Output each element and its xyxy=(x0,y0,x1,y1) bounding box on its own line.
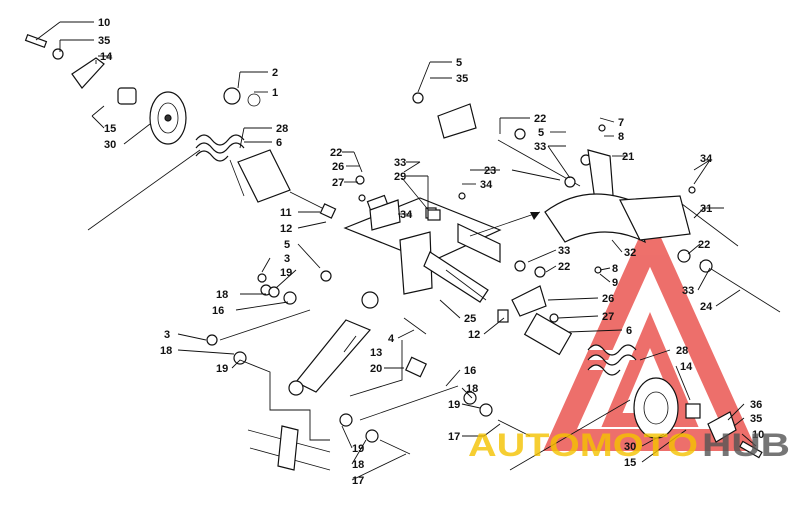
label-19d: 19 xyxy=(352,443,364,455)
label-22b: 22 xyxy=(330,147,342,159)
label-22a: 22 xyxy=(534,113,546,125)
label-3a: 3 xyxy=(284,253,290,265)
label-16b: 16 xyxy=(464,365,476,377)
label-9: 9 xyxy=(612,277,618,289)
label-8a: 8 xyxy=(618,131,624,143)
label-30a: 30 xyxy=(104,139,116,151)
label-16a: 16 xyxy=(212,305,224,317)
label-1: 1 xyxy=(272,87,278,99)
label-4: 4 xyxy=(388,333,395,345)
label-31: 31 xyxy=(700,203,712,215)
watermark-triangle-outer xyxy=(542,213,758,451)
label-19c: 19 xyxy=(448,399,460,411)
label-5c: 5 xyxy=(284,239,290,251)
pointer-arrow xyxy=(469,211,541,237)
left-idler-assembly xyxy=(24,33,187,145)
label-33c: 33 xyxy=(558,245,570,257)
left-bushing-and-shaft xyxy=(237,149,337,219)
label-18a: 18 xyxy=(216,289,228,301)
label-33b: 33 xyxy=(394,157,406,169)
label-3b: 3 xyxy=(164,329,170,341)
center-small-parts xyxy=(257,128,576,323)
label-25: 25 xyxy=(464,313,476,325)
label-33d: 33 xyxy=(682,285,694,297)
label-15a: 15 xyxy=(104,123,116,135)
main-frame xyxy=(343,194,502,303)
label-28b: 28 xyxy=(676,345,688,357)
label-23: 23 xyxy=(484,165,496,177)
label-35a: 35 xyxy=(98,35,110,47)
label-29: 29 xyxy=(394,171,406,183)
label-17b: 17 xyxy=(352,475,364,487)
label-12b: 12 xyxy=(468,329,480,341)
watermark-wordmark: AUTOMOTO HUB xyxy=(468,427,790,463)
label-2: 2 xyxy=(272,67,278,79)
label-10a: 10 xyxy=(98,17,110,29)
label-36: 36 xyxy=(750,399,762,411)
label-7: 7 xyxy=(618,117,624,129)
label-26b: 26 xyxy=(602,293,614,305)
label-5a: 5 xyxy=(456,57,462,69)
label-14b: 14 xyxy=(680,361,693,373)
label-24: 24 xyxy=(700,301,713,313)
watermark-text-automoto: AUTOMOTO xyxy=(468,427,698,463)
part-labels: 10 35 14 15 30 2 1 28 6 5 35 22 5 33 7 8… xyxy=(98,17,764,487)
label-26a: 26 xyxy=(332,161,344,173)
label-34c: 34 xyxy=(700,153,713,165)
label-32: 32 xyxy=(624,247,636,259)
label-30b: 30 xyxy=(624,441,636,453)
lower-links xyxy=(206,284,531,455)
label-6b: 6 xyxy=(626,325,632,337)
label-5b: 5 xyxy=(538,127,544,139)
label-33a: 33 xyxy=(534,141,546,153)
label-6a: 6 xyxy=(276,137,282,149)
label-21: 21 xyxy=(622,151,634,163)
label-19a: 19 xyxy=(280,267,292,279)
label-35b: 35 xyxy=(456,73,468,85)
label-22d: 22 xyxy=(698,239,710,251)
label-13: 13 xyxy=(370,347,382,359)
left-torsion-spring xyxy=(87,87,261,231)
label-17a: 17 xyxy=(448,431,460,443)
label-8b: 8 xyxy=(612,263,618,275)
label-15b: 15 xyxy=(624,457,636,469)
label-20: 20 xyxy=(370,363,382,375)
label-27a: 27 xyxy=(332,177,344,189)
label-12a: 12 xyxy=(280,223,292,235)
label-19b: 19 xyxy=(216,363,228,375)
right-idler-assembly xyxy=(509,312,763,471)
label-18b: 18 xyxy=(160,345,172,357)
label-10b: 10 xyxy=(752,429,764,441)
watermark-text-hub: HUB xyxy=(702,427,790,463)
label-34a: 34 xyxy=(480,179,493,191)
label-35c: 35 xyxy=(750,413,762,425)
label-11: 11 xyxy=(280,207,292,219)
pointer-arrowhead xyxy=(530,212,540,220)
leader-lines xyxy=(35,21,757,481)
label-34b: 34 xyxy=(400,209,413,221)
label-27b: 27 xyxy=(602,311,614,323)
shock-absorber xyxy=(288,291,379,396)
label-18c: 18 xyxy=(466,383,478,395)
label-22c: 22 xyxy=(558,261,570,273)
label-18d: 18 xyxy=(352,459,364,471)
rail-segment xyxy=(247,425,331,471)
upper-bracket xyxy=(412,92,781,313)
label-28a: 28 xyxy=(276,123,288,135)
label-14a: 14 xyxy=(100,51,113,63)
